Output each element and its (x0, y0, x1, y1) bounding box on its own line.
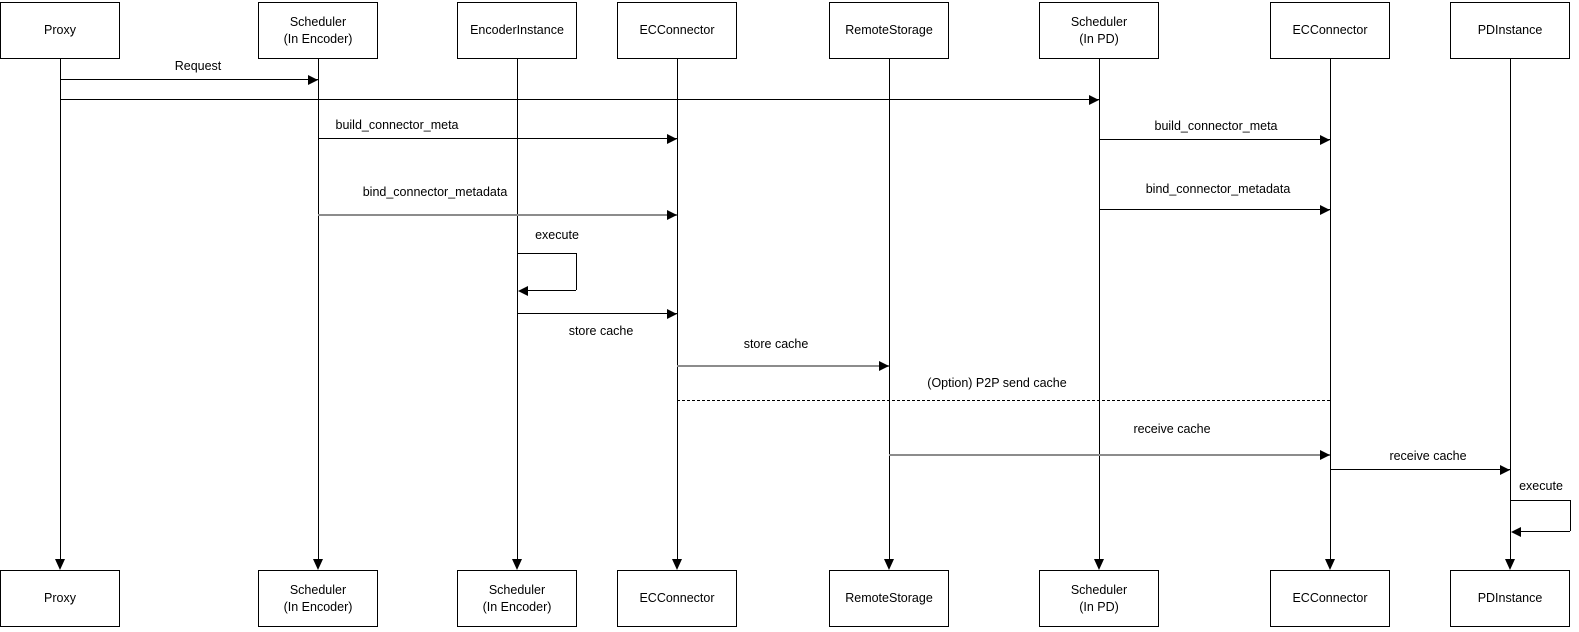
message-label-receive-cache-10: receive cache (1131, 422, 1213, 436)
message-label-store-cache-7: store cache (566, 324, 636, 338)
self-loop-bottom-execute-12 (1519, 531, 1570, 532)
message-arrowhead-receive-cache-11 (1500, 464, 1510, 475)
lifeline-pd-instance (1510, 59, 1511, 566)
actor-top-box-encoder-instance: EncoderInstance (457, 2, 577, 59)
lifeline-arrowhead-pd-instance (1505, 559, 1515, 570)
lifeline-arrowhead-proxy (55, 559, 65, 570)
message-label-receive-cache-11: receive cache (1387, 449, 1469, 463)
message-arrowhead-message-1 (1089, 94, 1099, 105)
message-arrowhead-bind-connector-metadata-5 (1320, 204, 1330, 215)
lifeline-arrowhead-ec-connector-encoder (672, 559, 682, 570)
self-loop-bottom-execute-6 (526, 290, 576, 291)
actor-bottom-box-scheduler-in-encoder: Scheduler (In Encoder) (258, 570, 378, 627)
actor-top-box-scheduler-in-pd: Scheduler (In PD) (1039, 2, 1159, 59)
lifeline-scheduler-in-encoder (318, 59, 319, 566)
actor-bottom-box-ec-connector-pd: ECConnector (1270, 570, 1390, 627)
message-arrowhead-build-connector-meta-3 (1320, 134, 1330, 145)
message-line-store-cache-7 (517, 313, 677, 314)
message-label-request-0: Request (172, 59, 224, 73)
message-label-bind-connector-metadata-5: bind_connector_metadata (1143, 182, 1293, 196)
message-arrowhead-execute-12 (1511, 526, 1521, 537)
self-loop-top-execute-6 (517, 253, 576, 254)
message-line-receive-cache-11 (1330, 469, 1510, 470)
actor-top-box-proxy: Proxy (0, 2, 120, 59)
lifeline-ec-connector-pd (1330, 59, 1331, 566)
message-arrowhead-request-0 (308, 74, 318, 85)
actor-bottom-box-pd-instance: PDInstance (1450, 570, 1570, 627)
actor-top-box-ec-connector-encoder: ECConnector (617, 2, 737, 59)
message-label-build-connector-meta-3: build_connector_meta (1152, 119, 1280, 133)
message-arrowhead-build-connector-meta-2 (667, 133, 677, 144)
message-arrowhead-store-cache-7 (667, 308, 677, 319)
message-label-build-connector-meta-2: build_connector_meta (333, 118, 461, 132)
actor-bottom-box-proxy: Proxy (0, 570, 120, 627)
lifeline-encoder-instance (517, 59, 518, 566)
lifeline-remote-storage (889, 59, 890, 566)
message-line--option-p2p-send-cache-9 (677, 400, 1330, 401)
message-label-store-cache-8: store cache (741, 337, 811, 351)
message-label-execute-12: execute (1517, 479, 1565, 493)
message-line-build-connector-meta-2 (318, 138, 677, 139)
actor-top-box-ec-connector-pd: ECConnector (1270, 2, 1390, 59)
lifeline-proxy (60, 59, 61, 566)
actor-bottom-box-ec-connector-encoder: ECConnector (617, 570, 737, 627)
self-loop-top-execute-12 (1510, 500, 1570, 501)
message-line-receive-cache-10 (889, 454, 1330, 456)
message-label--option-p2p-send-cache-9: (Option) P2P send cache (925, 376, 1069, 390)
lifeline-arrowhead-encoder-instance (512, 559, 522, 570)
self-loop-right-execute-12 (1570, 500, 1571, 531)
lifeline-ec-connector-encoder (677, 59, 678, 566)
message-line-store-cache-8 (677, 365, 889, 367)
message-line-request-0 (60, 79, 318, 80)
actor-bottom-box-encoder-instance: Scheduler (In Encoder) (457, 570, 577, 627)
message-label-bind-connector-metadata-4: bind_connector_metadata (360, 185, 510, 199)
message-arrowhead-store-cache-8 (879, 360, 889, 371)
lifeline-arrowhead-scheduler-in-pd (1094, 559, 1104, 570)
message-line-bind-connector-metadata-4 (318, 214, 677, 216)
message-label-execute-6: execute (533, 228, 581, 242)
actor-top-box-remote-storage: RemoteStorage (829, 2, 949, 59)
actor-bottom-box-scheduler-in-pd: Scheduler (In PD) (1039, 570, 1159, 627)
lifeline-scheduler-in-pd (1099, 59, 1100, 566)
message-line-build-connector-meta-3 (1099, 139, 1330, 140)
message-line-message-1 (60, 99, 1099, 100)
message-arrowhead-execute-6 (518, 285, 528, 296)
actor-top-box-pd-instance: PDInstance (1450, 2, 1570, 59)
lifeline-arrowhead-scheduler-in-encoder (313, 559, 323, 570)
actor-top-box-scheduler-in-encoder: Scheduler (In Encoder) (258, 2, 378, 59)
lifeline-arrowhead-ec-connector-pd (1325, 559, 1335, 570)
self-loop-right-execute-6 (576, 253, 577, 290)
lifeline-arrowhead-remote-storage (884, 559, 894, 570)
actor-bottom-box-remote-storage: RemoteStorage (829, 570, 949, 627)
message-line-bind-connector-metadata-5 (1099, 209, 1330, 210)
message-arrowhead-receive-cache-10 (1320, 449, 1330, 460)
message-arrowhead-bind-connector-metadata-4 (667, 209, 677, 220)
